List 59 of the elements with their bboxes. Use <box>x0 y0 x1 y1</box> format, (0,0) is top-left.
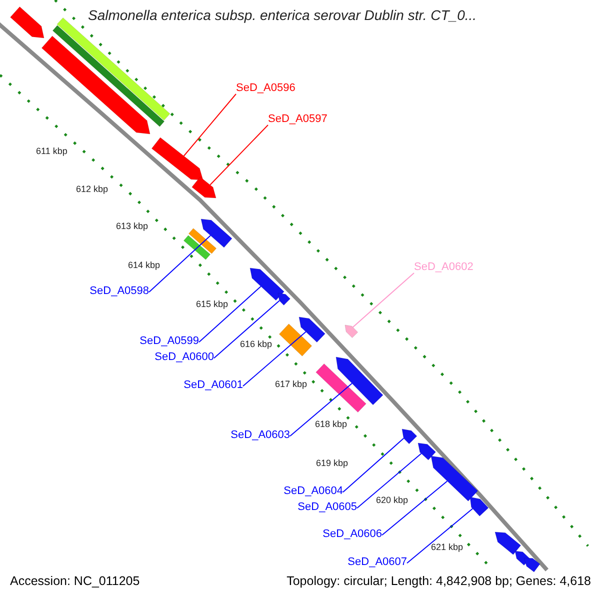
leader-line <box>382 480 448 536</box>
leader-line <box>148 235 211 293</box>
leader-line <box>406 508 474 564</box>
leader-line <box>352 272 414 328</box>
gene-feature <box>192 176 216 198</box>
gene-label: SeD_A0607 <box>348 556 407 569</box>
gene-feature <box>10 6 44 38</box>
gene-feature <box>298 316 326 343</box>
gene-feature <box>524 558 540 572</box>
leader-line <box>242 331 306 387</box>
position-label: 615 kbp <box>196 299 228 309</box>
leader-line <box>214 300 280 359</box>
gene-feature <box>188 228 217 254</box>
gene-feature <box>418 442 436 460</box>
gene-feature <box>344 324 358 338</box>
leader-line <box>290 382 352 437</box>
gene-label: SeD_A0599 <box>140 335 199 348</box>
gene-label: SeD_A0596 <box>236 82 296 95</box>
gene-feature <box>278 292 290 306</box>
gene-feature <box>151 137 204 180</box>
leader-line <box>198 286 262 343</box>
gene-feature <box>494 532 522 555</box>
position-label: 617 kbp <box>275 379 308 389</box>
position-label: 618 kbp <box>315 419 348 429</box>
position-label: 621 kbp <box>431 542 464 552</box>
position-label: 612 kbp <box>76 184 108 194</box>
gene-label: SeD_A0604 <box>284 485 343 498</box>
gene-feature <box>470 496 489 516</box>
gene-label: SeD_A0602 <box>414 261 474 274</box>
leader-line <box>356 453 422 509</box>
topology-text: Topology: circular; Length: 4,842,908 bp; Genes: 4,618 <box>286 574 591 589</box>
gene-label: SeD_A0605 <box>298 501 357 514</box>
gene-feature <box>402 428 418 444</box>
gene-label: SeD_A0600 <box>154 351 214 364</box>
position-label: 614 kbp <box>128 260 160 270</box>
gene-feature <box>316 363 366 413</box>
position-label: 619 kbp <box>316 458 348 468</box>
position-label: 616 kbp <box>240 339 272 349</box>
gene-feature <box>183 235 211 260</box>
gene-feature <box>430 456 478 502</box>
gene-label: SeD_A0603 <box>230 429 290 442</box>
gene-feature <box>41 36 150 134</box>
leader-line <box>342 438 404 493</box>
position-label: 613 kbp <box>116 221 148 231</box>
gene-feature <box>250 268 284 301</box>
gene-feature <box>52 25 165 127</box>
position-label: 611 kbp <box>36 146 68 156</box>
leader-line <box>183 94 236 156</box>
gene-label: SeD_A0606 <box>322 528 382 541</box>
gene-feature <box>278 324 312 356</box>
leader-line <box>210 124 268 186</box>
gene-label: SeD_A0598 <box>90 285 149 298</box>
accession-text: Accession: NC_011205 <box>10 574 140 589</box>
map-title: Salmonella enterica subsp. enterica serovar Dublin str. CT_0... <box>88 8 477 22</box>
gene-feature <box>200 218 232 248</box>
gene-feature <box>336 356 384 406</box>
gene-label: SeD_A0597 <box>268 113 328 126</box>
gene-label: SeD_A0601 <box>184 379 243 392</box>
position-label: 620 kbp <box>376 495 408 505</box>
